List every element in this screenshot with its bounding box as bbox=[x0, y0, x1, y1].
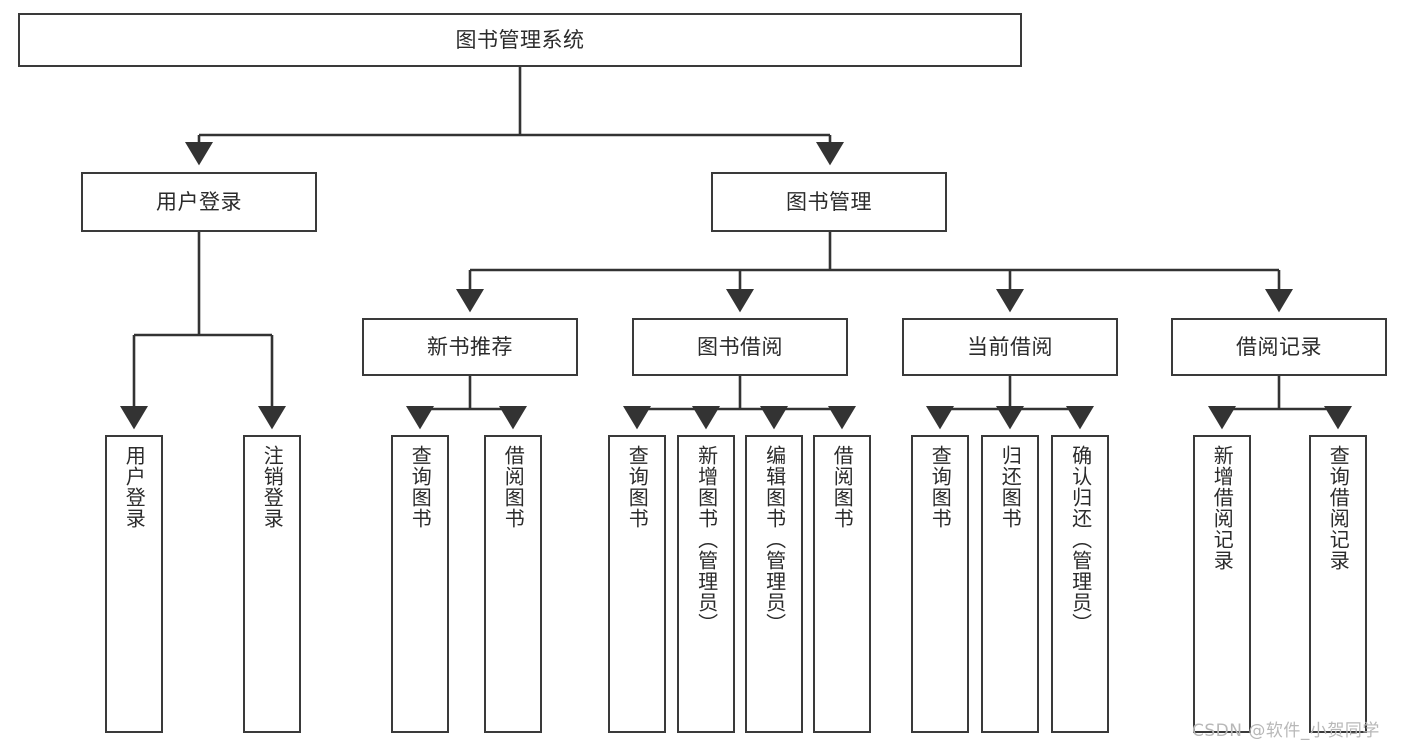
node-label: 查询图书 bbox=[625, 445, 650, 529]
node-label: 查询借阅记录 bbox=[1326, 445, 1351, 571]
leaf-confirm-return-admin[interactable]: 确认归还（管理员） bbox=[1051, 435, 1109, 733]
leaf-return-books[interactable]: 归还图书 bbox=[981, 435, 1039, 733]
leaf-query-borrow-record[interactable]: 查询借阅记录 bbox=[1309, 435, 1367, 733]
node-label: 新增图书（管理员） bbox=[694, 445, 719, 634]
leaf-query-books-borrow[interactable]: 查询图书 bbox=[608, 435, 666, 733]
node-book-borrowing[interactable]: 图书借阅 bbox=[632, 318, 848, 376]
node-new-book-recommendation[interactable]: 新书推荐 bbox=[362, 318, 578, 376]
node-label: 确认归还（管理员） bbox=[1068, 445, 1093, 634]
node-label: 用户登录 bbox=[156, 189, 242, 214]
node-user-login[interactable]: 用户登录 bbox=[81, 172, 317, 232]
leaf-query-books-recommend[interactable]: 查询图书 bbox=[391, 435, 449, 733]
leaf-add-book-admin[interactable]: 新增图书（管理员） bbox=[677, 435, 735, 733]
leaf-edit-book-admin[interactable]: 编辑图书（管理员） bbox=[745, 435, 803, 733]
leaf-user-login[interactable]: 用户登录 bbox=[105, 435, 163, 733]
node-borrowing-records[interactable]: 借阅记录 bbox=[1171, 318, 1387, 376]
node-label: 注销登录 bbox=[260, 445, 285, 529]
node-label: 查询图书 bbox=[408, 445, 433, 529]
node-current-borrowing[interactable]: 当前借阅 bbox=[902, 318, 1118, 376]
node-label: 图书管理系统 bbox=[455, 27, 585, 52]
node-label: 当前借阅 bbox=[967, 334, 1053, 359]
leaf-query-books-current[interactable]: 查询图书 bbox=[911, 435, 969, 733]
node-label: 借阅图书 bbox=[501, 445, 526, 529]
node-label: 查询图书 bbox=[928, 445, 953, 529]
node-label: 图书管理 bbox=[786, 189, 872, 214]
node-book-management[interactable]: 图书管理 bbox=[711, 172, 947, 232]
leaf-logout[interactable]: 注销登录 bbox=[243, 435, 301, 733]
node-label: 新增借阅记录 bbox=[1210, 445, 1235, 571]
node-label: 新书推荐 bbox=[427, 334, 513, 359]
leaf-borrow-books-recommend[interactable]: 借阅图书 bbox=[484, 435, 542, 733]
leaf-borrow-books[interactable]: 借阅图书 bbox=[813, 435, 871, 733]
node-label: 借阅图书 bbox=[830, 445, 855, 529]
node-label: 借阅记录 bbox=[1236, 334, 1322, 359]
node-label: 归还图书 bbox=[998, 445, 1023, 529]
leaf-add-borrow-record[interactable]: 新增借阅记录 bbox=[1193, 435, 1251, 733]
node-label: 图书借阅 bbox=[697, 334, 783, 359]
node-label: 编辑图书（管理员） bbox=[762, 445, 787, 634]
node-label: 用户登录 bbox=[122, 445, 147, 529]
node-root-book-management-system[interactable]: 图书管理系统 bbox=[18, 13, 1022, 67]
